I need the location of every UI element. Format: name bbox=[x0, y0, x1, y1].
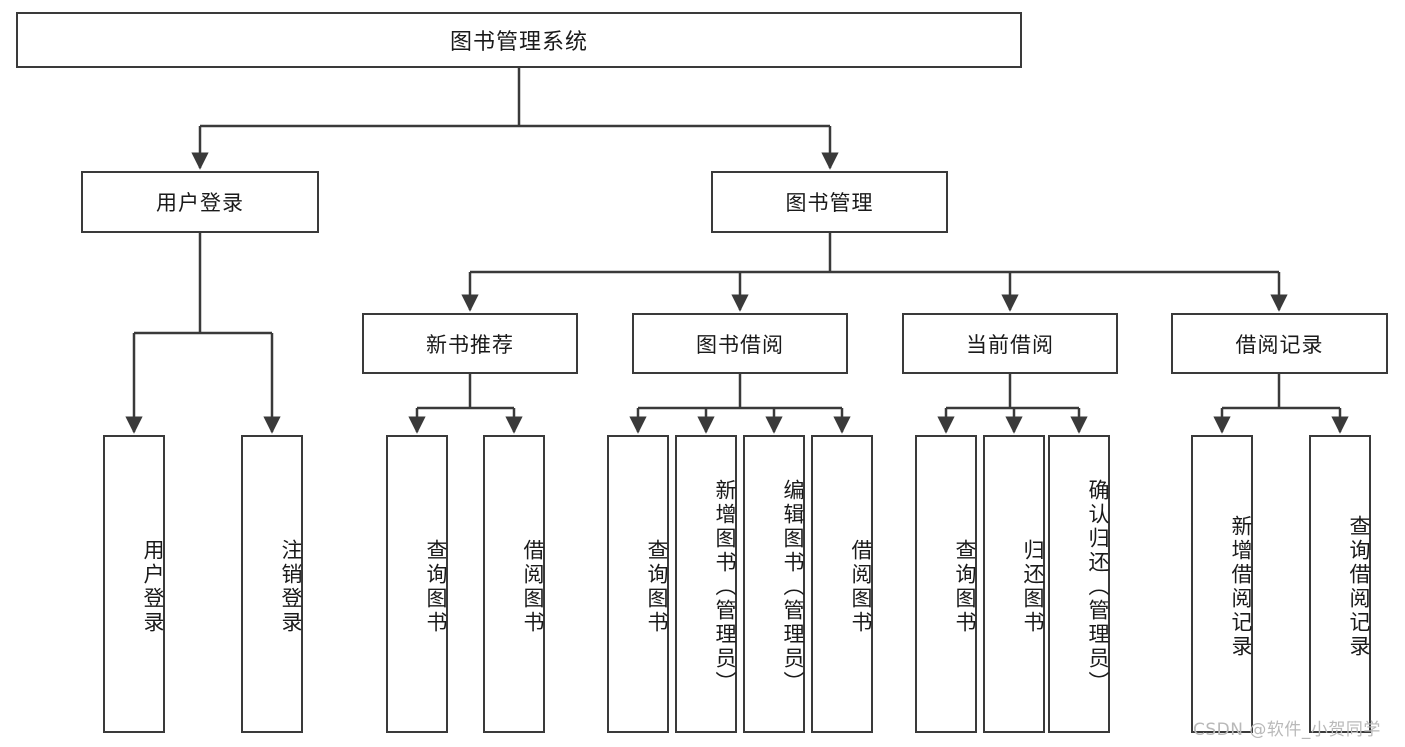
node-leaf-add-book-admin[interactable]: 新增图书（管理员） bbox=[675, 435, 737, 733]
node-new-book-recommend[interactable]: 新书推荐 bbox=[362, 313, 578, 374]
node-label: 查询图书 bbox=[953, 539, 977, 635]
csdn-watermark: CSDN @软件_小贺同学 bbox=[1193, 720, 1381, 740]
node-label: 用户登录 bbox=[156, 191, 244, 215]
node-label: 图书管理 bbox=[785, 191, 874, 215]
node-leaf-query-book-3[interactable]: 查询图书 bbox=[915, 435, 977, 733]
node-label: 归还图书 bbox=[1021, 539, 1045, 635]
node-leaf-query-borrow-record[interactable]: 查询借阅记录 bbox=[1309, 435, 1371, 733]
node-leaf-borrow-book-1[interactable]: 借阅图书 bbox=[483, 435, 545, 733]
node-label: 借阅图书 bbox=[521, 539, 545, 635]
node-leaf-return-book[interactable]: 归还图书 bbox=[983, 435, 1045, 733]
node-label: 确认归还（管理员） bbox=[1086, 479, 1110, 695]
node-label: 图书管理系统 bbox=[449, 30, 588, 55]
node-label: 注销登录 bbox=[279, 539, 303, 635]
node-leaf-logout[interactable]: 注销登录 bbox=[241, 435, 303, 733]
node-label: 图书借阅 bbox=[696, 332, 784, 357]
node-current-borrow[interactable]: 当前借阅 bbox=[902, 313, 1118, 374]
node-label: 当前借阅 bbox=[966, 332, 1054, 357]
node-label: 编辑图书（管理员） bbox=[781, 479, 805, 695]
node-label: 查询借阅记录 bbox=[1347, 515, 1371, 659]
node-label: 借阅记录 bbox=[1235, 332, 1324, 357]
node-leaf-query-book-2[interactable]: 查询图书 bbox=[607, 435, 669, 733]
node-label: 用户登录 bbox=[141, 539, 165, 635]
node-leaf-confirm-return-admin[interactable]: 确认归还（管理员） bbox=[1048, 435, 1110, 733]
node-book-management[interactable]: 图书管理 bbox=[711, 171, 948, 233]
node-book-borrow[interactable]: 图书借阅 bbox=[632, 313, 848, 374]
node-label: 新书推荐 bbox=[426, 332, 514, 357]
node-label: 借阅图书 bbox=[849, 539, 873, 635]
node-user-login[interactable]: 用户登录 bbox=[81, 171, 319, 233]
node-borrow-record[interactable]: 借阅记录 bbox=[1171, 313, 1388, 374]
node-label: 查询图书 bbox=[424, 539, 448, 635]
node-label: 查询图书 bbox=[645, 539, 669, 635]
node-leaf-user-login[interactable]: 用户登录 bbox=[103, 435, 165, 733]
node-leaf-query-book-1[interactable]: 查询图书 bbox=[386, 435, 448, 733]
node-book-management-system[interactable]: 图书管理系统 bbox=[16, 12, 1022, 68]
node-leaf-borrow-book-2[interactable]: 借阅图书 bbox=[811, 435, 873, 733]
node-leaf-add-borrow-record[interactable]: 新增借阅记录 bbox=[1191, 435, 1253, 733]
node-leaf-edit-book-admin[interactable]: 编辑图书（管理员） bbox=[743, 435, 805, 733]
node-label: 新增图书（管理员） bbox=[713, 479, 737, 695]
node-label: 新增借阅记录 bbox=[1229, 515, 1253, 659]
